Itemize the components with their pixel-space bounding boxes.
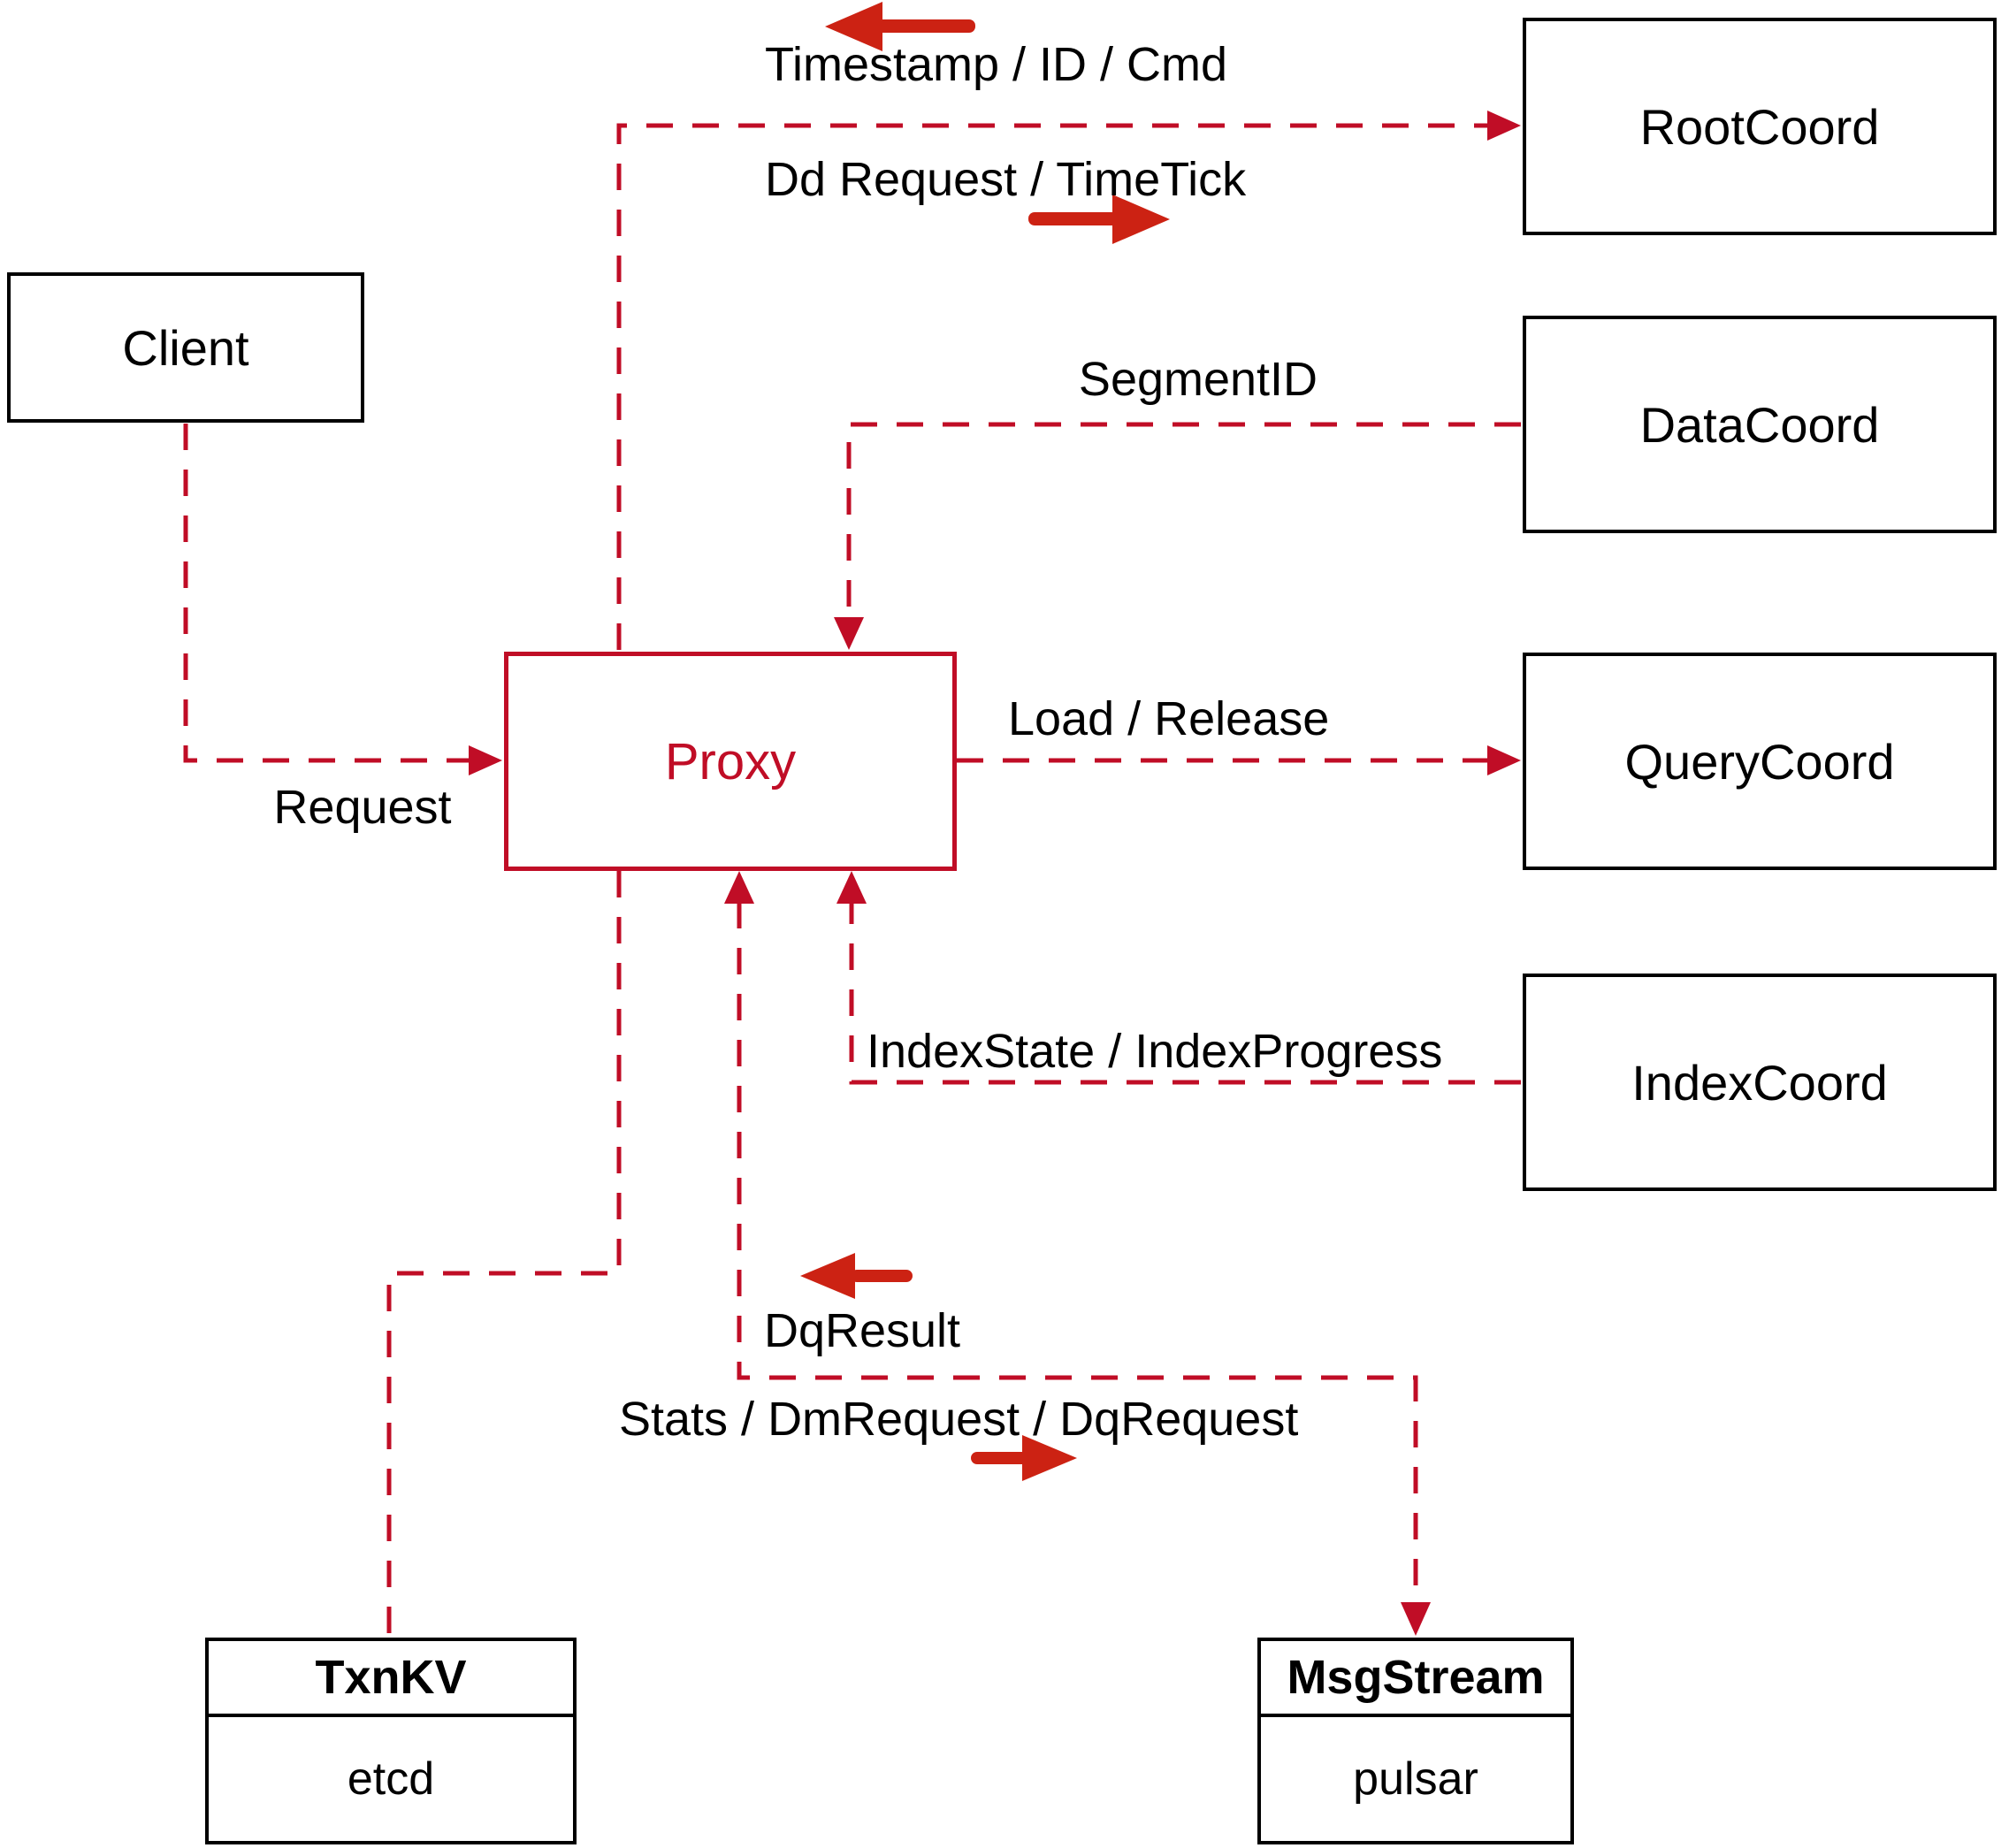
edge-label-request: Request	[273, 781, 452, 834]
edge-label-segment-id: SegmentID	[1078, 353, 1318, 406]
node-proxy: Proxy	[504, 652, 957, 871]
node-datacoord: DataCoord	[1523, 316, 1997, 533]
node-client: Client	[7, 272, 364, 423]
edge-proxy-querycoord	[957, 745, 1521, 775]
node-datacoord-label: DataCoord	[1639, 396, 1880, 453]
node-proxy-label: Proxy	[664, 732, 797, 790]
node-msgstream: MsgStream pulsar	[1257, 1638, 1574, 1844]
node-msgstream-title: MsgStream	[1261, 1641, 1570, 1717]
node-txnkv-title: TxnKV	[209, 1641, 573, 1717]
edge-datacoord-proxy	[834, 422, 1521, 650]
arrow-left-icon-dqresult	[800, 1253, 913, 1299]
edge-proxy-msgstream	[724, 871, 1431, 1636]
edge-label-dd-request-timetick: Dd Request / TimeTick	[765, 153, 1247, 206]
edge-client-proxy	[183, 424, 502, 775]
node-txnkv-impl: etcd	[347, 1753, 435, 1805]
edge-label-stats-dm-dq-request: Stats / DmRequest / DqRequest	[619, 1393, 1299, 1446]
node-msgstream-impl: pulsar	[1353, 1753, 1478, 1805]
edge-label-load-release: Load / Release	[1008, 692, 1330, 745]
node-client-label: Client	[122, 319, 249, 376]
node-querycoord-label: QueryCoord	[1624, 733, 1895, 790]
edge-label-dq-result: DqResult	[763, 1304, 961, 1357]
node-rootcoord-label: RootCoord	[1639, 98, 1880, 155]
node-txnkv: TxnKV etcd	[205, 1638, 577, 1844]
edge-label-timestamp-id-cmd: Timestamp / ID / Cmd	[765, 38, 1228, 91]
edge-label-index-state-progress: IndexState / IndexProgress	[867, 1025, 1443, 1078]
node-querycoord: QueryCoord	[1523, 653, 1997, 870]
node-rootcoord: RootCoord	[1523, 18, 1997, 235]
node-indexcoord: IndexCoord	[1523, 974, 1997, 1191]
edge-proxy-txnkv	[386, 871, 622, 1636]
node-indexcoord-label: IndexCoord	[1631, 1054, 1888, 1111]
